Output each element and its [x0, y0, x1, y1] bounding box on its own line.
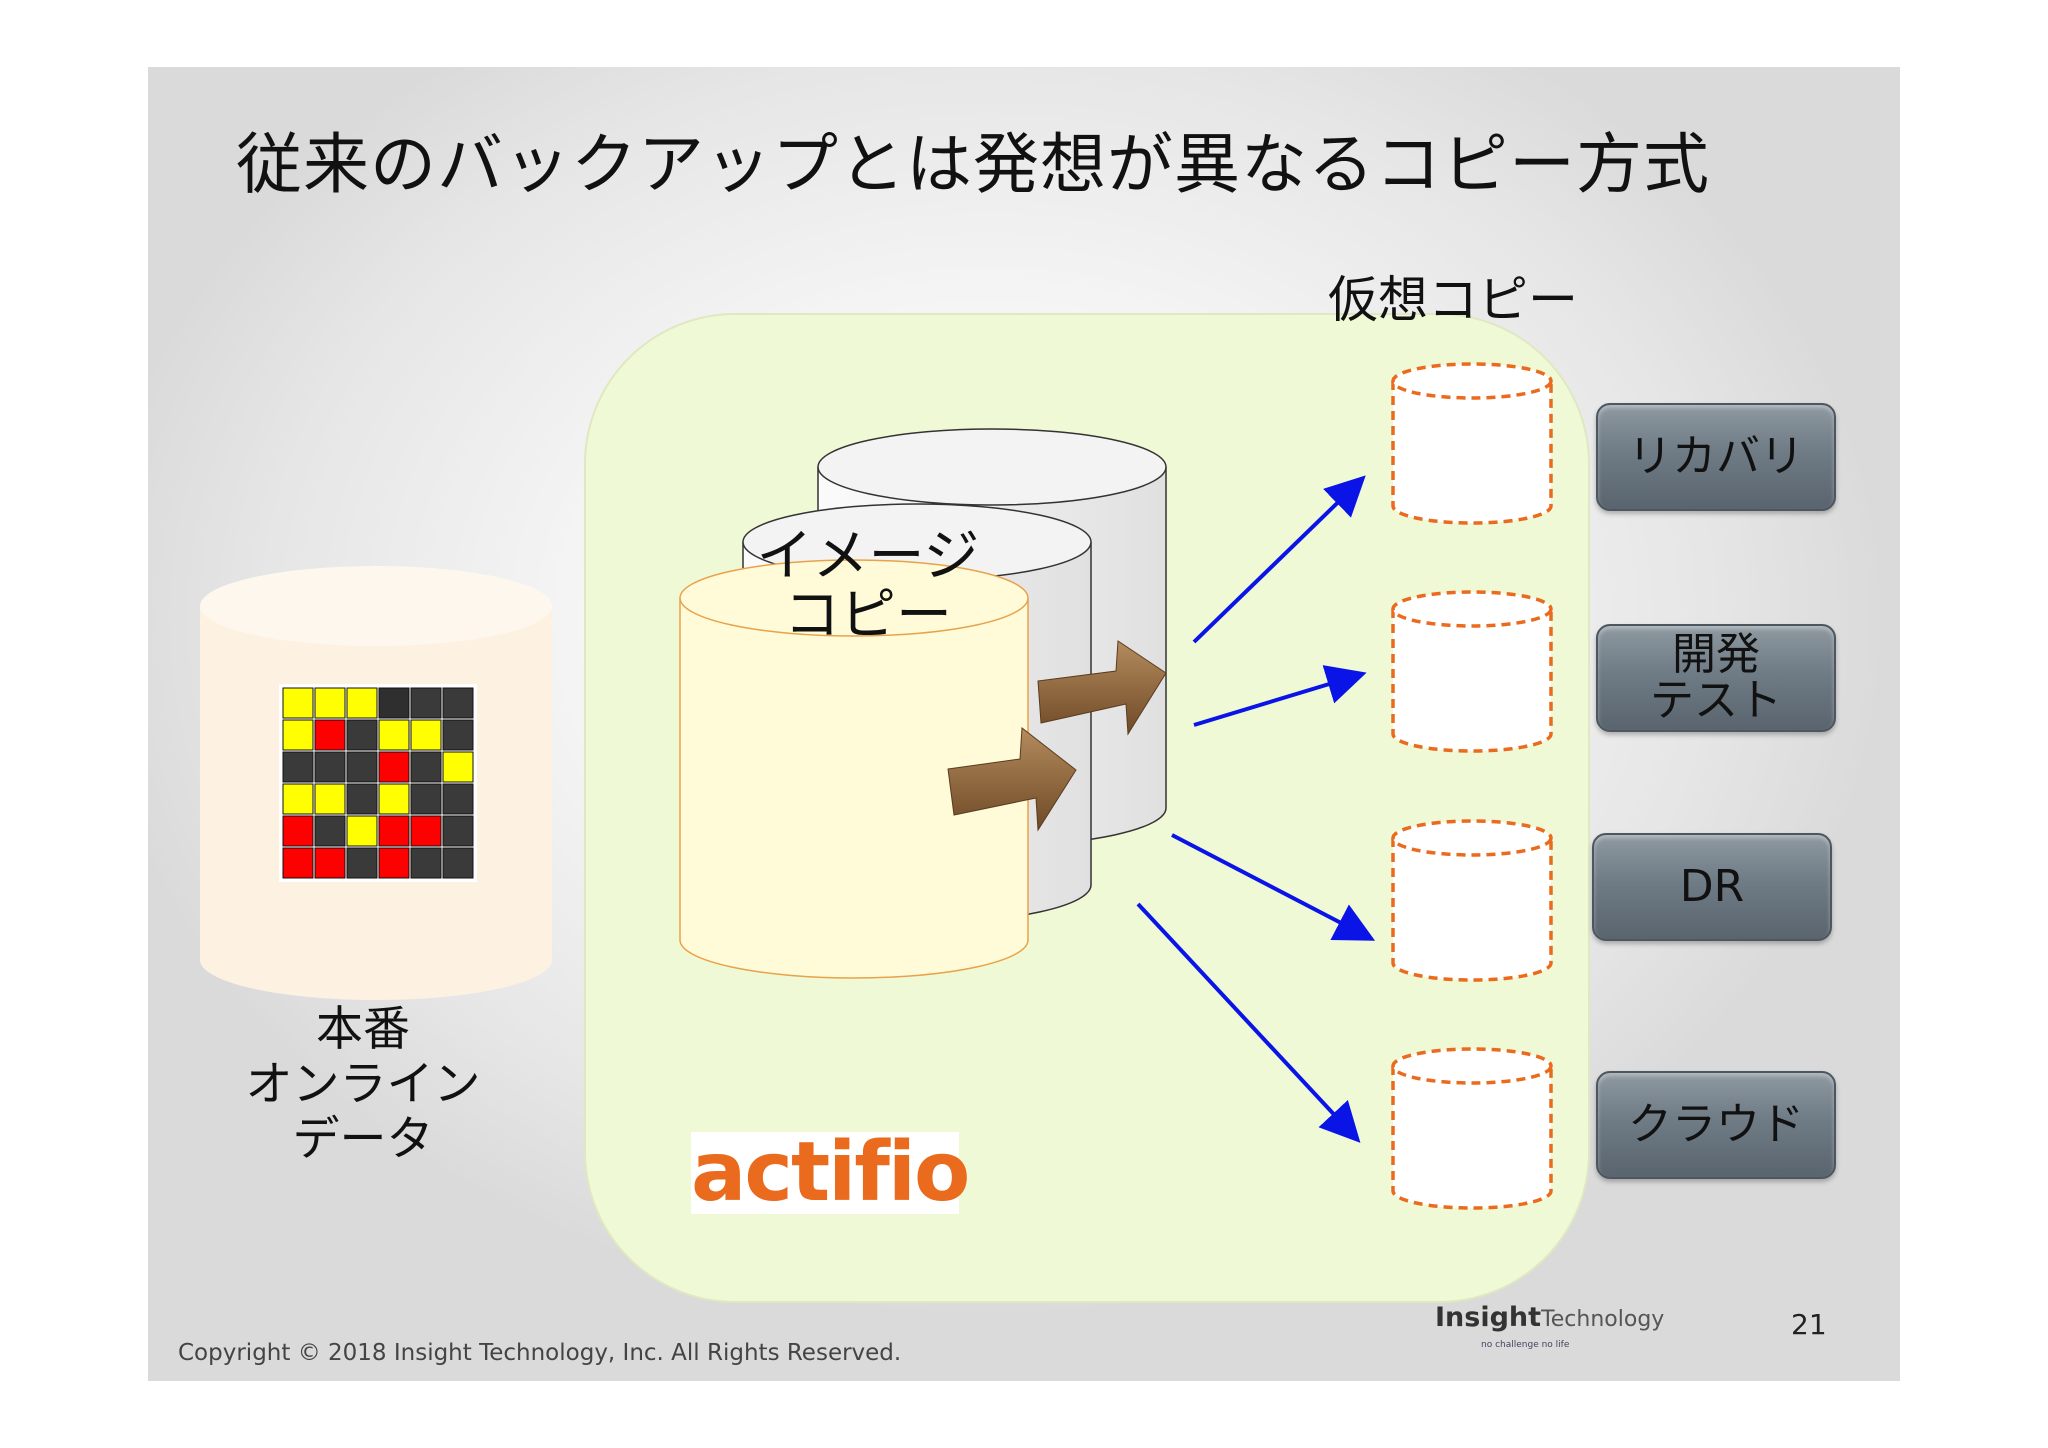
data-block — [282, 687, 314, 719]
dashed-cylinder-icon — [1391, 362, 1553, 525]
production-label-line: 本番 — [316, 1002, 410, 1057]
insight-logo-brand: Insight — [1435, 1302, 1542, 1333]
data-block — [346, 815, 378, 847]
data-block — [410, 751, 442, 783]
data-block — [378, 847, 410, 879]
cloud-button[interactable]: クラウド — [1596, 1071, 1836, 1179]
production-label-line: オンライン — [245, 1056, 481, 1112]
data-block — [314, 847, 346, 879]
insight-logo-tagline: no challenge no life — [1481, 1340, 1570, 1350]
data-block — [346, 751, 378, 783]
data-block — [282, 783, 314, 815]
data-block — [442, 687, 474, 719]
data-block — [314, 783, 346, 815]
data-block — [442, 751, 474, 783]
data-block — [314, 751, 346, 783]
copyright-notice: Copyright © 2018 Insight Technology, Inc… — [178, 1340, 902, 1366]
dr-button[interactable]: DR — [1592, 833, 1832, 941]
image-copy-front-cylinder-icon — [679, 559, 1029, 979]
data-block — [442, 783, 474, 815]
dashed-cylinder-icon — [1391, 819, 1553, 982]
recovery-button-label: リカバリ — [1628, 430, 1804, 482]
insight-logo-suffix: Technology — [1541, 1307, 1665, 1332]
cloud-button-label: クラウド — [1628, 1098, 1804, 1150]
insight-technology-logo: InsightTechnology no challenge no life — [1435, 1302, 1664, 1372]
dashed-cylinder-icon — [1391, 1047, 1553, 1210]
blue-arrow-to-cloud — [1136, 902, 1361, 1143]
data-block — [378, 719, 410, 751]
data-block — [378, 687, 410, 719]
data-block — [442, 719, 474, 751]
image-copy-label-line: コピー — [784, 583, 952, 649]
dr-button-label: DR — [1679, 860, 1745, 912]
data-block — [282, 847, 314, 879]
block-arrow-icon — [1037, 640, 1167, 736]
dev-test-button[interactable]: 開発 テスト — [1596, 624, 1836, 732]
data-block — [346, 687, 378, 719]
data-block — [442, 815, 474, 847]
recovery-button[interactable]: リカバリ — [1596, 403, 1836, 511]
data-block — [410, 847, 442, 879]
data-block — [442, 847, 474, 879]
page-number: 21 — [1791, 1308, 1827, 1341]
data-block — [314, 719, 346, 751]
data-block — [378, 751, 410, 783]
data-block — [410, 783, 442, 815]
dev-test-button-label: テスト — [1650, 675, 1782, 726]
data-block — [378, 783, 410, 815]
production-data-label: 本番 オンライン データ — [228, 1002, 498, 1167]
virtual-copy-cylinders — [1391, 362, 1553, 1210]
data-block-matrix — [279, 684, 477, 882]
dev-test-button-label: 開発 — [1672, 628, 1760, 680]
data-block — [282, 815, 314, 847]
data-block — [346, 719, 378, 751]
dashed-cylinder-icon — [1391, 590, 1553, 753]
data-block — [378, 815, 410, 847]
image-copy-label: イメージ コピー — [728, 527, 1008, 646]
data-block — [282, 751, 314, 783]
actifio-logo: actifio — [691, 1125, 970, 1220]
data-block — [282, 719, 314, 751]
blue-arrow-to-recovery — [1192, 475, 1366, 644]
image-copy-label-line: イメージ — [756, 524, 980, 589]
blue-arrow-to-dev-test — [1193, 665, 1367, 727]
data-block — [410, 815, 442, 847]
data-block — [410, 687, 442, 719]
slide: 従来のバックアップとは発想が異なるコピー方式 — [148, 67, 1900, 1381]
data-block — [314, 687, 346, 719]
blue-arrow-to-dr — [1171, 833, 1376, 941]
diagram-art — [200, 313, 1590, 1303]
data-block — [410, 719, 442, 751]
block-arrow-icon — [947, 727, 1077, 832]
data-block — [346, 847, 378, 879]
virtual-copy-label: 仮想コピー — [1328, 271, 1578, 329]
slide-title: 従来のバックアップとは発想が異なるコピー方式 — [236, 126, 1710, 203]
production-label-line: データ — [292, 1111, 434, 1167]
data-block — [346, 783, 378, 815]
data-block — [314, 815, 346, 847]
